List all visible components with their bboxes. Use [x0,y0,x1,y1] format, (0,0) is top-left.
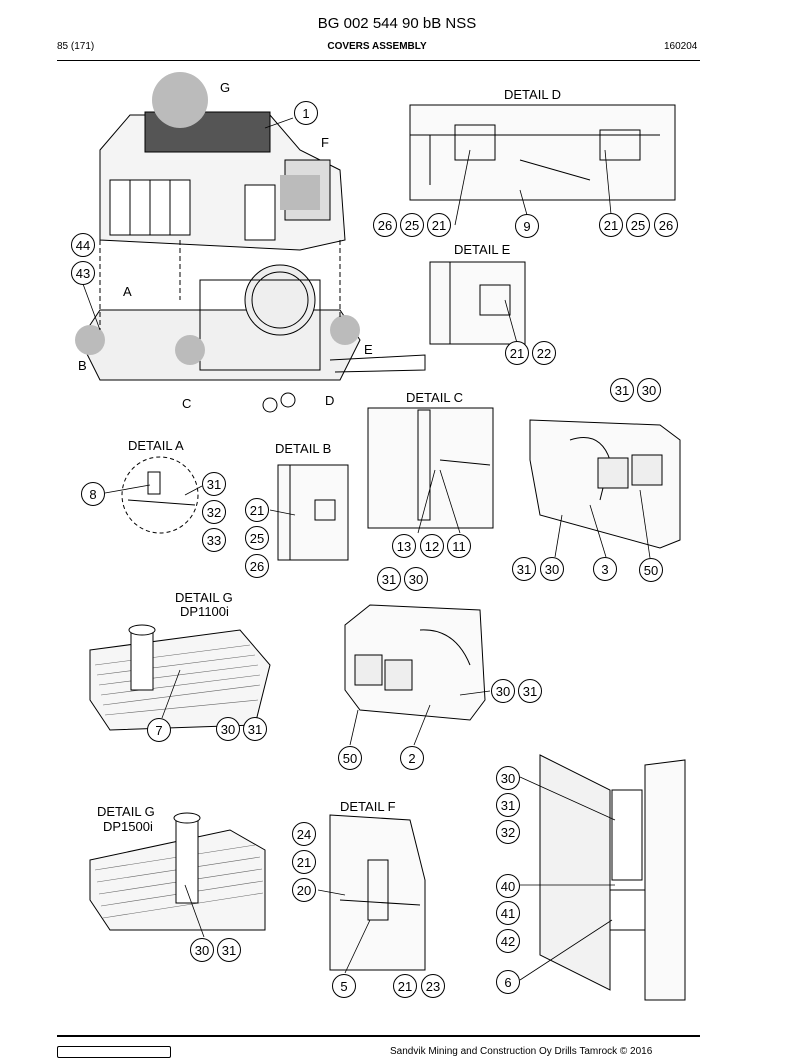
detail-e-drawing [429,261,526,345]
detail-d-drawing [409,104,676,201]
callout-13: 13 [392,534,416,558]
detail-g-dp1500i-label: DETAIL G [97,804,155,819]
callout-30: 30 [491,679,515,703]
callout-21: 21 [245,498,269,522]
view-letter-a: A [123,284,132,299]
callout-30: 30 [637,378,661,402]
detail-g-dp1500i-drawing [89,812,266,931]
callout-31: 31 [377,567,401,591]
page-number: 85 (171) [57,41,95,52]
callout-21: 21 [505,341,529,365]
callout-26: 26 [245,554,269,578]
callout-30: 30 [540,557,564,581]
callout-3: 3 [593,557,617,581]
callout-43: 43 [71,261,95,285]
detail-b-drawing [277,464,349,561]
callout-24: 24 [292,822,316,846]
header-rule [57,60,700,61]
section-title: COVERS ASSEMBLY [327,41,427,52]
side-panel-drawing [539,754,686,1001]
callout-30: 30 [404,567,428,591]
callout-20: 20 [292,878,316,902]
callout-41: 41 [496,901,520,925]
detail-a-label: DETAIL A [128,438,184,453]
detail-c-label: DETAIL C [406,390,464,405]
callout-9: 9 [515,214,539,238]
callout-31: 31 [518,679,542,703]
detail-c-drawing [367,407,494,529]
callout-21: 21 [292,850,316,874]
detail-g-dp1500i-model: DP1500i [103,819,153,834]
detail-e-label: DETAIL E [454,242,511,257]
view-letter-d: D [325,393,335,408]
detail-g-dp1100i-label: DETAIL G [175,590,233,605]
callout-2: 2 [400,746,424,770]
callout-50: 50 [338,746,362,770]
detail-g-dp1100i-drawing [89,624,271,731]
footer-rule [57,1035,700,1037]
callout-11: 11 [447,534,471,558]
main-machine-drawing [75,72,426,413]
callout-21: 21 [599,213,623,237]
callout-26: 26 [654,213,678,237]
callout-42: 42 [496,929,520,953]
callout-12: 12 [420,534,444,558]
callout-6: 6 [496,970,520,994]
callout-40: 40 [496,874,520,898]
callout-32: 32 [496,820,520,844]
view-letter-c: C [182,396,192,411]
callout-31: 31 [202,472,226,496]
callout-32: 32 [202,500,226,524]
callout-21: 21 [427,213,451,237]
callout-23: 23 [421,974,445,998]
right-cover-drawing [529,419,681,549]
left-cover-drawing [344,604,486,721]
callout-31: 31 [496,793,520,817]
callout-26: 26 [373,213,397,237]
callout-33: 33 [202,528,226,552]
view-letter-f: F [321,135,329,150]
callout-31: 31 [512,557,536,581]
callout-5: 5 [332,974,356,998]
view-letter-e: E [364,342,373,357]
footer-copyright: Sandvik Mining and Construction Oy Drill… [390,1046,653,1057]
callout-25: 25 [245,526,269,550]
callout-25: 25 [400,213,424,237]
callout-7: 7 [147,718,171,742]
detail-d-label: DETAIL D [504,87,562,102]
detail-a-drawing [121,456,199,534]
callout-22: 22 [532,341,556,365]
callout-31: 31 [217,938,241,962]
document-id: BG 002 544 90 bB NSS [317,15,477,32]
company-logo [57,1046,171,1058]
detail-f-label: DETAIL F [340,799,396,814]
view-letter-b: B [78,358,87,373]
detail-f-drawing [329,814,426,971]
view-letter-g: G [220,80,231,95]
callout-30: 30 [190,938,214,962]
callout-8: 8 [81,482,105,506]
callout-31: 31 [610,378,634,402]
callout-1: 1 [294,101,318,125]
callout-30: 30 [216,717,240,741]
callout-44: 44 [71,233,95,257]
detail-b-label: DETAIL B [275,441,332,456]
callout-50: 50 [639,558,663,582]
document-date: 160204 [664,41,698,52]
callout-31: 31 [243,717,267,741]
callout-30: 30 [496,766,520,790]
callout-25: 25 [626,213,650,237]
detail-g-dp1100i-model: DP1100i [180,604,229,619]
callout-21: 21 [393,974,417,998]
